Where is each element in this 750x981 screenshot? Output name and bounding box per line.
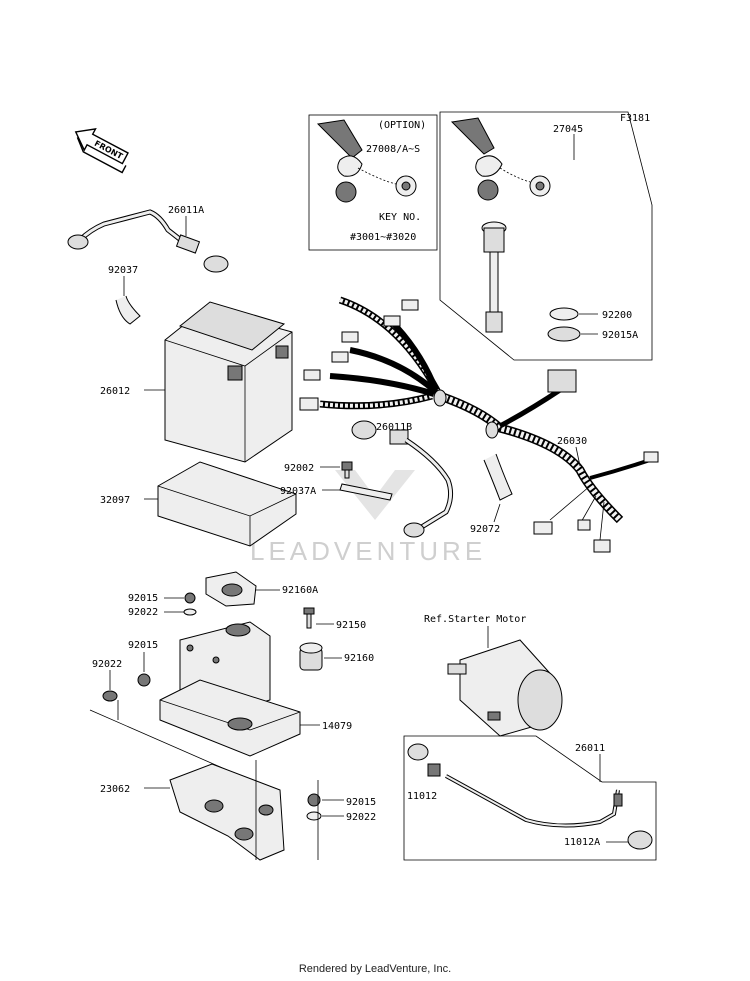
ignition-switch-assembly — [439, 111, 653, 361]
label-11012: 11012 — [407, 791, 437, 802]
bolt-92002 — [341, 461, 353, 479]
nut-92015-a — [184, 592, 196, 604]
band-92072 — [483, 453, 513, 501]
option-key-label: KEY NO. — [379, 212, 421, 223]
bracket-plate-92160A — [205, 571, 257, 607]
label-92002: 92002 — [284, 463, 314, 474]
nut-92015-c — [307, 793, 321, 807]
washer-92022-a — [183, 608, 197, 616]
label-92037A: 92037A — [280, 486, 316, 497]
label-92150: 92150 — [336, 620, 366, 631]
strap-92037A — [339, 483, 393, 501]
mount-bracket-23062 — [169, 763, 285, 861]
leader-lines-bracket — [255, 760, 319, 860]
battery-tray-32097 — [157, 461, 297, 547]
label-92160A: 92160A — [282, 585, 318, 596]
label-92015-b: 92015 — [128, 640, 158, 651]
label-92072: 92072 — [470, 524, 500, 535]
watermark-text: LEADVENTURE — [250, 536, 486, 566]
label-27045: 27045 — [553, 124, 583, 135]
starter-cable-box — [403, 735, 657, 861]
option-key-range: #3001~#3020 — [350, 232, 416, 243]
label-92022-c: 92022 — [346, 812, 376, 823]
watermark: LEADVENTURE — [250, 470, 486, 566]
nut-92015-b — [137, 673, 151, 687]
washer-92022-b — [102, 690, 118, 702]
band-92037 — [115, 295, 141, 325]
option-part-number: 27008/A~S — [366, 144, 420, 155]
footer-credit: Rendered by LeadVenture, Inc. — [298, 963, 452, 975]
wiring-harness-26030 — [299, 296, 659, 553]
label-92022-b: 92022 — [92, 659, 122, 670]
label-26012: 26012 — [100, 386, 130, 397]
washer-92022-c — [306, 811, 322, 821]
damper-92160 — [299, 642, 323, 671]
battery-cable-26011A — [67, 209, 229, 273]
option-title: (OPTION) — [378, 120, 426, 131]
battery-bracket-14079 — [159, 621, 301, 757]
label-26011A: 26011A — [168, 205, 204, 216]
option-box: (OPTION) 27008/A~S KEY NO. #3001~#3020 — [308, 114, 438, 251]
label-26011: 26011 — [575, 743, 605, 754]
battery-cable-26011B — [351, 420, 454, 538]
label-26030: 26030 — [557, 436, 587, 447]
starter-motor — [447, 639, 563, 737]
label-92022-a: 92022 — [128, 607, 158, 618]
label-92015-c: 92015 — [346, 797, 376, 808]
label-32097: 32097 — [100, 495, 130, 506]
battery-26012 — [164, 301, 293, 463]
label-14079: 14079 — [322, 721, 352, 732]
label-92015A: 92015A — [602, 330, 638, 341]
label-92160: 92160 — [344, 653, 374, 664]
diagram-code: F3181 — [620, 113, 650, 124]
front-arrow-icon: FRONT — [74, 127, 129, 174]
label-92200: 92200 — [602, 310, 632, 321]
label-23062: 23062 — [100, 784, 130, 795]
label-11012A: 11012A — [564, 837, 600, 848]
bolt-92150 — [303, 607, 315, 629]
label-92037: 92037 — [108, 265, 138, 276]
key-fob-icon — [316, 119, 417, 203]
label-26011B: 26011B — [376, 422, 412, 433]
label-92015-a: 92015 — [128, 593, 158, 604]
ref-starter-motor-label: Ref.Starter Motor — [424, 614, 526, 625]
